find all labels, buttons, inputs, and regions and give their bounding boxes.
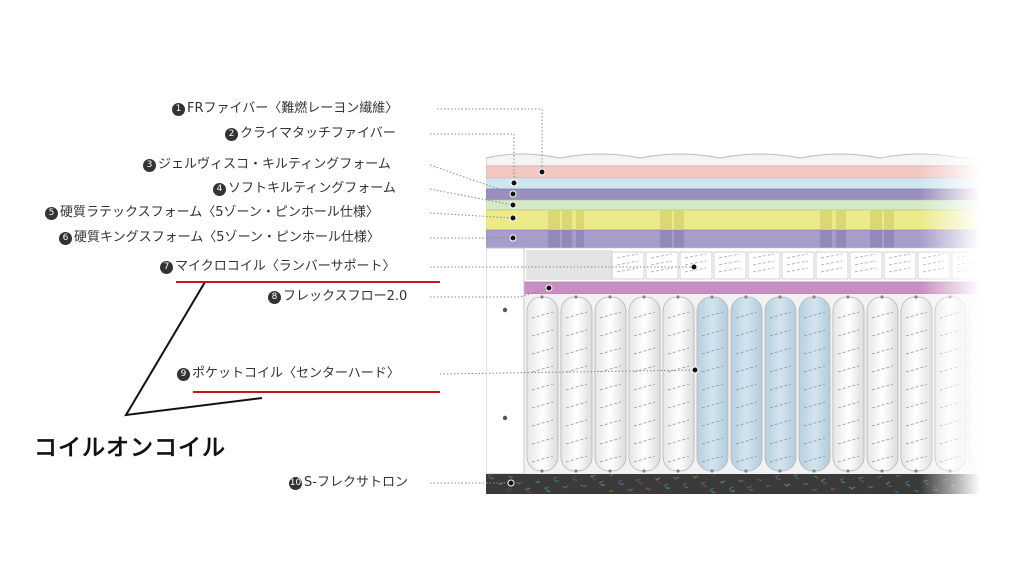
layer-climatouch (486, 177, 980, 190)
layer-s-flexatron (486, 474, 980, 494)
micro-coil-cutaway (526, 250, 612, 280)
quilt-top (486, 153, 980, 167)
latex-zone-marks (548, 210, 894, 248)
leader-lines (429, 108, 699, 487)
callout-coil-on-coil: コイルオンコイル (34, 435, 226, 461)
layer-flexflow (486, 281, 980, 295)
layer-fr-fiber (486, 165, 980, 179)
layer-latex (486, 209, 980, 231)
layer-kings-foam (486, 229, 980, 249)
side-border-panel (486, 247, 525, 475)
underline-micro-coil (176, 281, 440, 283)
underline-pocket-coil (193, 391, 440, 393)
callout-bracket (124, 281, 263, 417)
layer-gel-visco (486, 188, 980, 201)
layer-soft-quilting (486, 199, 980, 211)
